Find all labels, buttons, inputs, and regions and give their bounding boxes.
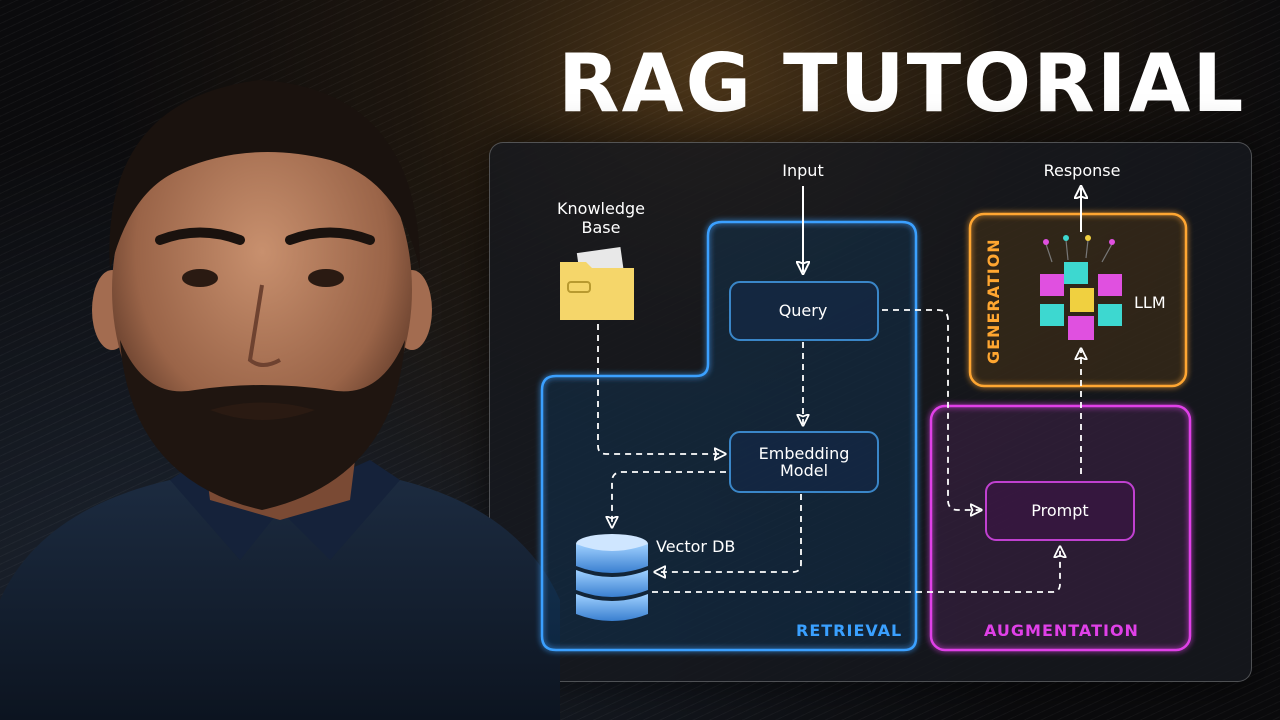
generation-label: GENERATION [984,238,1003,364]
knowledge-to-embedding-arrow [597,324,724,454]
knowledge-base-label-line1: Knowledge [557,199,645,218]
query-label: Query [779,301,828,320]
vector-db-label: Vector DB [656,537,735,556]
augmentation-label: AUGMENTATION [984,621,1139,640]
response-label: Response [1044,161,1121,180]
input-label: Input [782,161,823,180]
embedding-to-vectordb-arrow [612,471,726,526]
presenter-portrait [0,80,560,720]
embedding-model-label-line2: Model [780,461,828,480]
query-node [729,281,879,341]
folder-icon [560,247,634,320]
video-title: RAG TUTORIAL [558,37,1246,130]
llm-label: LLM [1134,293,1166,312]
knowledge-base-label-line2: Base [582,218,621,237]
embedding-model-node [729,431,879,493]
prompt-label: Prompt [1031,501,1088,520]
retrieval-label: RETRIEVAL [796,621,902,640]
vectordb-to-prompt-arrow [652,548,1060,593]
embedding-to-vectordb-return-arrow [656,494,802,572]
prompt-node [985,481,1135,541]
embedding-model-label-line1: Embedding [759,444,850,463]
llm-icon [1040,235,1122,340]
query-to-prompt-arrow [882,309,980,510]
database-icon [576,534,648,621]
